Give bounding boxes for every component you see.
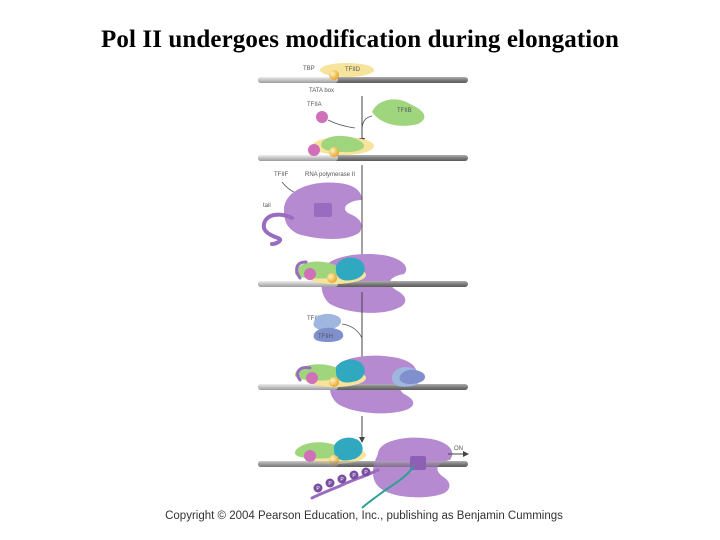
stage-3-pol-ii-recruited: TFIIE TFIIH [258,253,468,363]
stage-4-preinitiation-complex [258,355,468,443]
svg-text:P: P [364,470,368,476]
tfiie-shape [313,313,342,330]
stage-1-tfiid-binding: TBP TFIID TATA box TFIIA TFIIB [258,63,468,144]
tfiia-label: TFIIA [307,102,322,108]
rna-pol-ii-label: RNA polymerase II [305,172,355,178]
svg-text:P: P [328,481,332,487]
tbp-label: TBP [303,66,315,72]
tfiib-shape [372,99,425,126]
stage-5-elongation: P P P P P ON [258,437,469,509]
tfiih-shape [313,327,344,342]
on-label: ON [454,446,463,452]
svg-text:P: P [340,477,344,483]
tfiif-shape [335,257,365,281]
svg-text:P: P [352,473,356,479]
tfiib-label: TFIIB [397,108,412,114]
tata-box-label: TATA box [309,88,334,94]
slide-title: Pol II undergoes modification during elo… [101,26,619,53]
tbp-ball [329,70,339,80]
rna-transcript [361,465,415,509]
tfiih-label: TFIIH [318,334,333,340]
phosphorylated-ctd: P P P P P [313,467,371,493]
ctd-label: tail [263,203,271,209]
ctd-tail [261,212,294,246]
tfiif-label: TFIIF [274,172,289,178]
stage-2-tfiib-binding: TFIIF RNA polymerase II tail [258,135,468,261]
tfiid-label: TFIID [345,67,361,73]
tfiie-label: TFIIE [307,316,322,322]
tfiia-ball [316,111,328,123]
svg-text:P: P [316,486,320,492]
copyright-notice: Copyright © 2004 Pearson Education, Inc.… [165,510,563,522]
